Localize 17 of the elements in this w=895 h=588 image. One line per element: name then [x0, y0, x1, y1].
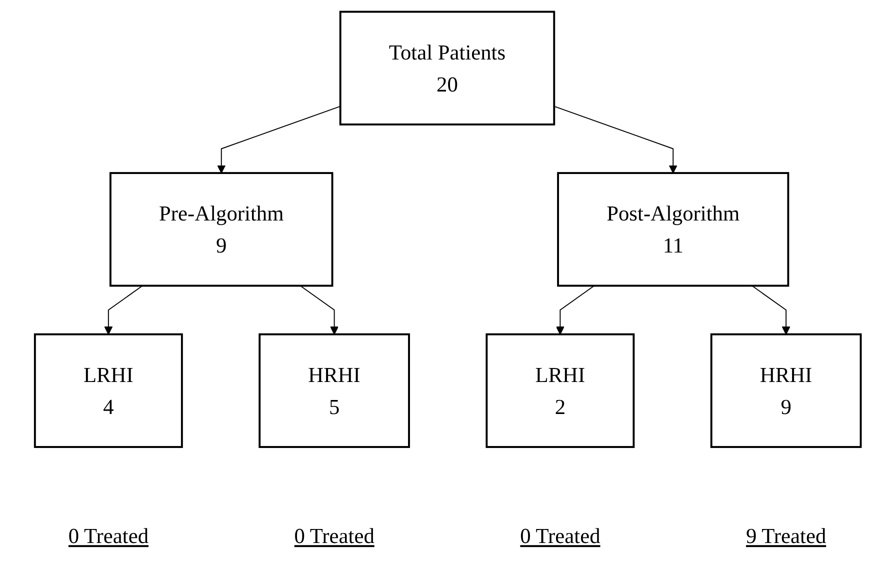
node-box: HRHI 9: [710, 333, 862, 448]
node-box: HRHI 5: [258, 333, 410, 448]
arrow: [556, 285, 595, 335]
node-box: LRHI 4: [34, 333, 184, 448]
node-label: 0 Treated: [68, 524, 149, 548]
arrow: [752, 285, 791, 335]
arrow: [104, 285, 144, 335]
arrow: [300, 285, 339, 335]
node-label: 9 Treated: [746, 524, 826, 548]
node-box: Total Patients 20: [340, 10, 556, 126]
node-box: Post-Algorithm 11: [557, 172, 790, 287]
node-label: 0 Treated: [520, 524, 601, 548]
arrow: [217, 106, 342, 174]
node-label: 0 Treated: [294, 524, 375, 548]
node-box: LRHI 2: [486, 333, 635, 448]
arrow: [554, 106, 678, 174]
node-box: Pre-Algorithm 9: [110, 172, 334, 287]
